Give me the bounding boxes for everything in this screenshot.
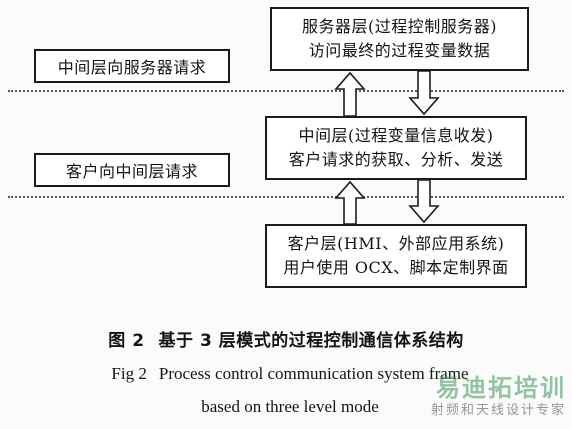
- arrow-up-middle-to-server: [334, 71, 366, 117]
- server-layer-title: 服务器层(过程控制服务器): [302, 17, 497, 36]
- client-layer-desc: 用户使用 OCX、脚本定制界面: [283, 258, 509, 277]
- arrow-down-server-to-middle: [408, 70, 440, 116]
- server-layer-desc: 访问最终的过程变量数据: [308, 41, 491, 60]
- middle-layer-title: 中间层(过程变量信息收发): [298, 126, 494, 145]
- caption-cn-title: 基于 3 层模式的过程控制通信体系结构: [158, 331, 464, 351]
- middle-layer-box: 中间层(过程变量信息收发) 客户请求的获取、分析、发送: [265, 116, 527, 180]
- caption-english-line-2: based on three level mode: [40, 397, 540, 417]
- caption-chinese: 图 2 基于 3 层模式的过程控制通信体系结构: [0, 326, 572, 351]
- server-layer-box: 服务器层(过程控制服务器) 访问最终的过程变量数据: [270, 7, 529, 71]
- caption-english-line-1: Fig 2 Process control communication syste…: [40, 364, 540, 384]
- caption-en-title-line-2: based on three level mode: [201, 397, 379, 416]
- layer-divider-top: [8, 90, 564, 92]
- layer-divider-bottom: [8, 196, 564, 198]
- caption-en-title-line-1: Process control communication system fra…: [158, 364, 469, 383]
- client-layer-box: 客户层(HMI、外部应用系统) 用户使用 OCX、脚本定制界面: [265, 224, 527, 288]
- caption-cn-figure-number: 图 2: [108, 331, 145, 351]
- label-middle-to-server-text: 中间层向服务器请求: [57, 58, 207, 77]
- caption-en-figure-number: Fig 2: [111, 364, 147, 383]
- label-middle-to-server: 中间层向服务器请求: [34, 49, 230, 83]
- arrow-down-middle-to-client: [408, 179, 440, 224]
- arrow-up-client-to-middle: [334, 180, 366, 225]
- label-client-to-middle-text: 客户向中间层请求: [65, 162, 198, 181]
- client-layer-title: 客户层(HMI、外部应用系统): [287, 234, 505, 253]
- label-client-to-middle: 客户向中间层请求: [34, 153, 230, 187]
- middle-layer-desc: 客户请求的获取、分析、发送: [288, 150, 504, 169]
